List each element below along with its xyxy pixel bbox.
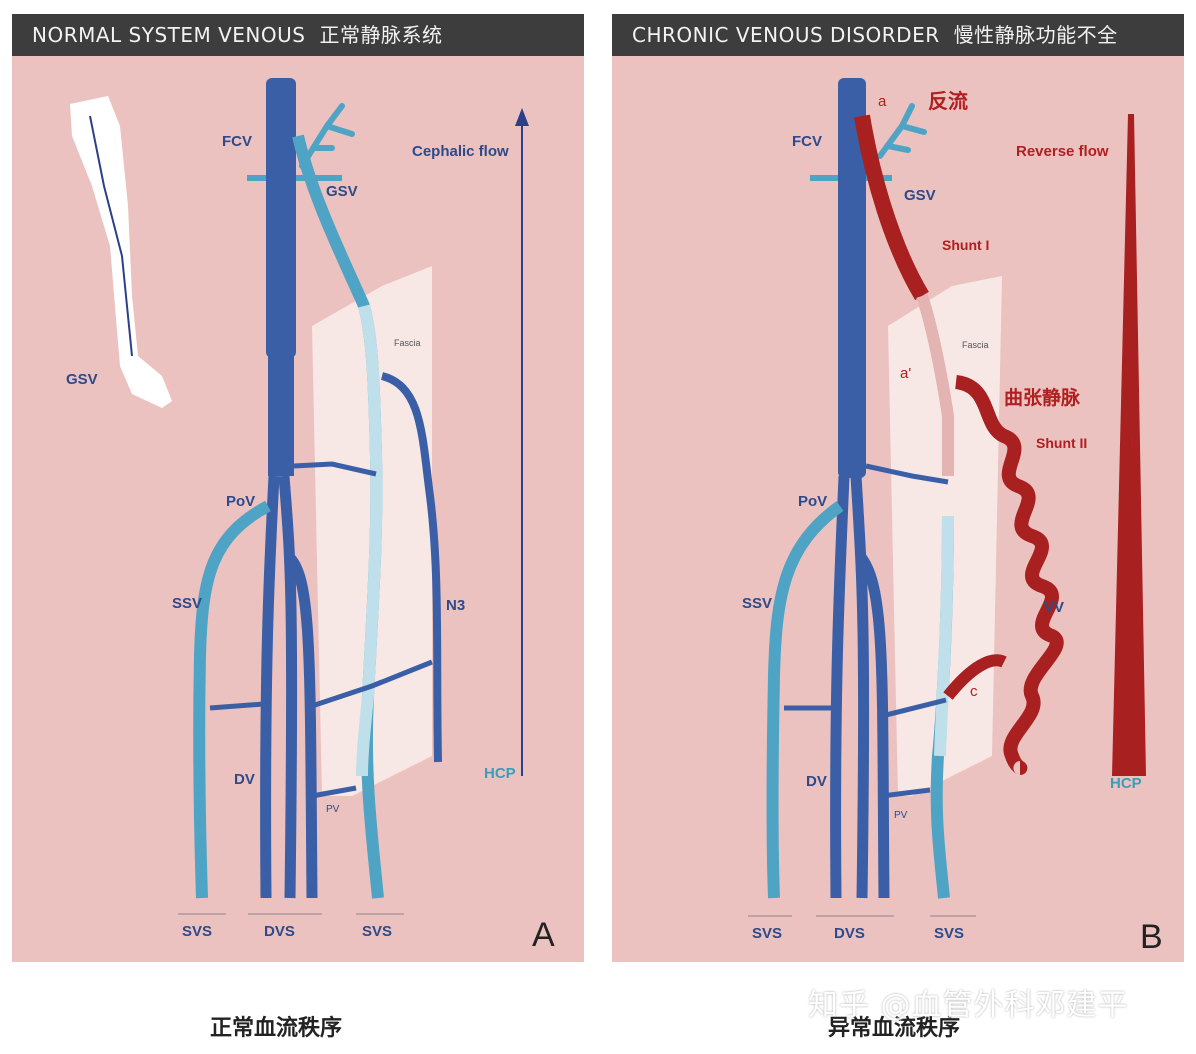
label-pv: PV bbox=[326, 804, 340, 815]
label-dvs: DVS bbox=[264, 923, 295, 940]
ssv-connector bbox=[209, 701, 265, 711]
label-shunt1: Shunt I bbox=[942, 237, 989, 253]
gsv-fascia-segment bbox=[916, 294, 954, 476]
panel-normal-venous-system: NORMAL SYSTEM VENOUS 正常静脉系统 bbox=[12, 14, 584, 962]
label-shunt2: Shunt II bbox=[1036, 435, 1087, 451]
varicose-vein bbox=[954, 375, 1064, 775]
label-svs-left: SVS bbox=[752, 925, 782, 942]
panel-a-letter: A bbox=[532, 916, 555, 954]
label-n3: N3 bbox=[446, 597, 465, 614]
gsv-top-branches bbox=[299, 103, 355, 169]
perforator-lower bbox=[311, 659, 433, 709]
caption-abnormal-flow: 异常血流秩序 bbox=[828, 1016, 961, 1041]
watermark: 知乎 @血管外科邓建平 bbox=[808, 988, 1129, 1023]
panel-b-letter: B bbox=[1140, 918, 1163, 956]
label-fascia: Fascia bbox=[394, 338, 421, 348]
panel-chronic-venous-disorder: CHRONIC VENOUS DISORDER 慢性静脉功能不全 a bbox=[612, 14, 1184, 962]
ssv-vein bbox=[193, 500, 271, 899]
label-gsv: GSV bbox=[326, 183, 358, 200]
label-gsv-leg: GSV bbox=[66, 371, 98, 388]
label-ssv: SSV bbox=[742, 595, 772, 612]
label-cephalic-flow: Cephalic flow bbox=[412, 143, 509, 160]
ssv-vein bbox=[766, 501, 844, 899]
deep-vein-trunk bbox=[838, 78, 866, 478]
gsv-lower-light bbox=[934, 515, 954, 757]
panel-a-header: NORMAL SYSTEM VENOUS 正常静脉系统 bbox=[12, 14, 584, 56]
deep-vein-trunk bbox=[266, 78, 296, 358]
label-dvs: DVS bbox=[834, 925, 865, 942]
label-a: a bbox=[878, 93, 887, 110]
label-varicose-zh: 曲张静脉 bbox=[1004, 386, 1081, 409]
label-svs-right: SVS bbox=[362, 923, 392, 940]
panel-b-title-en: CHRONIC VENOUS DISORDER bbox=[632, 23, 940, 47]
label-svs-left: SVS bbox=[182, 923, 212, 940]
perforator-pv bbox=[311, 785, 357, 799]
label-reflux-zh: 反流 bbox=[928, 89, 968, 113]
label-fascia: Fascia bbox=[962, 340, 989, 350]
label-b: b bbox=[1130, 435, 1139, 452]
perforator-upper bbox=[293, 461, 377, 477]
caption-normal-flow: 正常血流秩序 bbox=[210, 1016, 343, 1041]
label-fcv: FCV bbox=[222, 133, 252, 150]
gsv-top-branches bbox=[877, 103, 927, 159]
label-pov: PoV bbox=[226, 493, 255, 510]
label-pv: PV bbox=[894, 810, 908, 821]
leg-gsv-line bbox=[89, 115, 133, 357]
deep-vein-branch-2 bbox=[278, 475, 298, 899]
normal-venous-diagram: GSV FCV GSV Cephalic flow Fascia PoV SSV… bbox=[66, 78, 555, 954]
label-hcp: HCP bbox=[484, 765, 516, 782]
varicose-vein-lower-branch bbox=[943, 654, 1007, 700]
deep-vein-branch-2 bbox=[850, 475, 870, 899]
deep-vein-branch-3 bbox=[284, 551, 318, 899]
label-dv: DV bbox=[806, 773, 827, 790]
gsv-reflux-vein bbox=[854, 114, 929, 301]
deep-vein-branch-1 bbox=[260, 475, 280, 899]
label-reverse-flow: Reverse flow bbox=[1016, 143, 1109, 160]
label-gsv: GSV bbox=[904, 187, 936, 204]
label-svs-right: SVS bbox=[934, 925, 964, 942]
label-pov: PoV bbox=[798, 493, 827, 510]
n3-vein bbox=[380, 372, 442, 763]
deep-vein-branch-3 bbox=[855, 552, 890, 899]
label-vv: VV bbox=[1044, 599, 1064, 616]
perforator-upper bbox=[865, 463, 949, 485]
chronic-venous-diagram: a 反流 FCV Reverse flow GSV Shunt I Fascia… bbox=[742, 78, 1163, 956]
label-hcp: HCP bbox=[1110, 775, 1142, 792]
label-a-prime: a' bbox=[900, 365, 911, 382]
perforator-pv bbox=[881, 787, 931, 799]
deep-vein-branch-1 bbox=[830, 475, 850, 899]
label-dv: DV bbox=[234, 771, 255, 788]
reverse-flow-wedge bbox=[1112, 114, 1146, 776]
cephalic-flow-arrowhead bbox=[515, 108, 529, 126]
panel-b-title-zh: 慢性静脉功能不全 bbox=[953, 23, 1118, 47]
label-c: c bbox=[970, 683, 978, 700]
label-fcv: FCV bbox=[792, 133, 822, 150]
panel-b-header: CHRONIC VENOUS DISORDER 慢性静脉功能不全 bbox=[612, 14, 1184, 56]
deep-vein-lower bbox=[268, 356, 294, 476]
perforator-lower bbox=[881, 697, 947, 719]
gsv-vein-light bbox=[356, 304, 383, 777]
label-ssv: SSV bbox=[172, 595, 202, 612]
panel-a-title-en: NORMAL SYSTEM VENOUS bbox=[32, 23, 306, 47]
panel-a-title-zh: 正常静脉系统 bbox=[319, 23, 443, 47]
